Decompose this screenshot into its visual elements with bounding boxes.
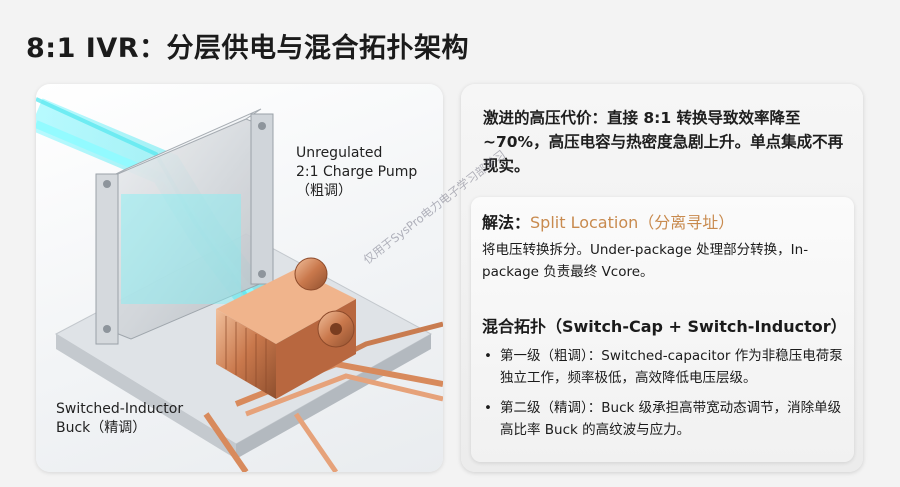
list-item: • 第一级（粗调）：Switched-capacitor 作为非稳压电荷泵独立工作… [482, 345, 850, 389]
bullet-icon: • [484, 348, 492, 364]
solution-accent: Split Location（分离寻址） [530, 213, 735, 232]
buck-label: Switched-Inductor Buck（精调） [56, 400, 183, 438]
solution-body: 将电压转换拆分。Under-package 处理部分转换，In-package … [482, 242, 809, 280]
solution-heading: 解法：Split Location（分离寻址） [482, 209, 734, 233]
bullet-icon: • [484, 400, 492, 416]
topology-bullets: • 第一级（粗调）：Switched-capacitor 作为非稳压电荷泵独立工作… [482, 345, 850, 449]
buck-label-line-2: Buck（精调） [56, 420, 147, 436]
ivr-3d-diagram [36, 97, 443, 472]
page-title: 8:1 IVR：分层供电与混合拓扑架构 [26, 33, 470, 64]
solution-label: 解法： [482, 213, 531, 232]
intro-text: 激进的高压代价：直接 8:1 转换导致效率降至 ~70%，高压电容与热密度急剧上… [483, 109, 844, 175]
charge-pump-label-line-2: 2:1 Charge Pump [296, 164, 418, 180]
solution-card: 解法：Split Location（分离寻址） 将电压转换拆分。Under-pa… [471, 197, 854, 462]
buck-label-line-1: Switched-Inductor [56, 401, 184, 417]
architecture-illustration: Unregulated 2:1 Charge Pump （粗调） Switche… [36, 84, 443, 472]
list-item: • 第二级（精调）：Buck 级承担高带宽动态调节，消除单级高比率 Buck 的高… [482, 397, 850, 441]
bullet-text: 第一级（粗调）：Switched-capacitor 作为非稳压电荷泵独立工作，… [500, 348, 843, 386]
charge-pump-label-line-1: Unregulated [296, 145, 383, 161]
charge-pump-label: Unregulated 2:1 Charge Pump （粗调） [296, 144, 417, 201]
explanation-panel: 激进的高压代价：直接 8:1 转换导致效率降至 ~70%，高压电容与热密度急剧上… [461, 84, 863, 472]
mix-topology-heading: 混合拓扑（Switch-Cap + Switch-Inductor） [482, 317, 847, 336]
buck-inductor [216, 257, 356, 399]
bullet-text: 第二级（精调）：Buck 级承担高带宽动态调节，消除单级高比率 Buck 的高纹… [500, 400, 842, 438]
charge-pump-label-line-3: （粗调） [296, 183, 352, 199]
